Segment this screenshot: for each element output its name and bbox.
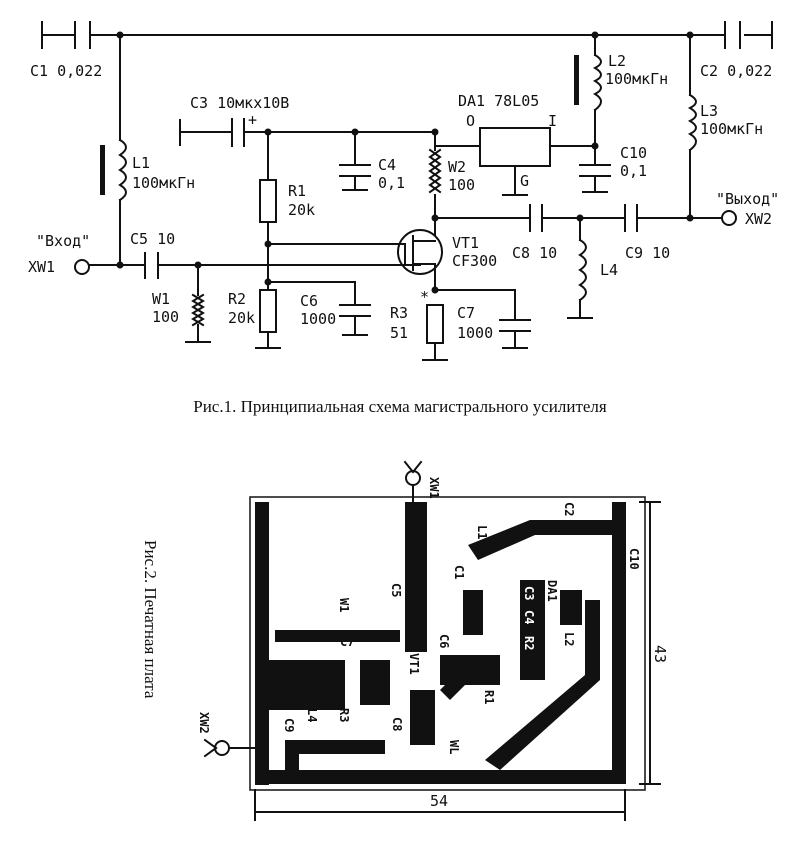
label-r1: R1	[288, 182, 306, 200]
label-l3: L3	[700, 102, 718, 120]
pcb-dim-width: 54	[430, 792, 448, 810]
label-c10: C10	[620, 144, 647, 162]
label-output: "Выход"	[716, 190, 779, 208]
label-l2: L2	[608, 52, 626, 70]
pcb-label-r1: R1	[482, 690, 496, 704]
pcb-label-c3: C3	[522, 586, 536, 600]
label-l4: L4	[600, 261, 618, 279]
label-w1-value: 100	[152, 308, 179, 326]
schematic-labels: C1 0,022 C2 0,022 C3 10мкх10В + C4 0,1 C…	[28, 52, 779, 342]
label-w2-value: 100	[448, 176, 475, 194]
pcb-label-c6: C6	[437, 634, 451, 648]
figure2-caption: Рис.2. Печатная плата	[141, 540, 160, 699]
label-c1: C1 0,022	[30, 62, 102, 80]
label-r2-value: 20k	[228, 309, 255, 327]
label-pin-g: G	[520, 172, 529, 190]
label-c4-value: 0,1	[378, 174, 405, 192]
schematic-connectors	[74, 210, 737, 275]
label-l1: L1	[132, 154, 150, 172]
label-da1: DA1 78L05	[458, 92, 539, 110]
pcb-label-xw1: XW1	[427, 477, 441, 499]
label-c8: C8 10	[512, 244, 557, 262]
pcb-label-c9: C9	[282, 718, 296, 732]
pcb-label-c5: C5	[389, 583, 403, 597]
schematic-inductors	[100, 53, 697, 302]
pcb-label-r3: R3	[337, 708, 351, 722]
label-c3: C3 10мкх10В	[190, 94, 289, 112]
label-w2: W2	[448, 158, 466, 176]
label-c6: C6	[300, 292, 318, 310]
schematic-ferrite	[191, 148, 442, 327]
label-l3-value: 100мкГн	[700, 120, 763, 138]
label-w1: W1	[152, 290, 170, 308]
pcb-label-c1: C1	[452, 565, 466, 579]
pcb-label-c2: C2	[562, 502, 576, 516]
pcb-label-c7: C7	[340, 635, 354, 649]
label-c2: C2 0,022	[700, 62, 772, 80]
pcb-label-da1: DA1	[545, 580, 559, 602]
label-r2: R2	[228, 290, 246, 308]
pcb-label-l4: L4	[305, 708, 319, 722]
schematic-wires	[41, 21, 773, 361]
label-vt1: VT1	[452, 234, 479, 252]
pcb-label-c4: C4	[522, 610, 536, 624]
pcb-connectors	[203, 460, 423, 758]
schematic-junctions	[116, 31, 694, 294]
label-c7: C7	[457, 304, 475, 322]
pcb-dimensions: 54 43	[254, 501, 669, 821]
label-pin-i: I	[548, 112, 557, 130]
pcb-label-wl: WL	[447, 740, 461, 754]
label-star: *	[420, 288, 429, 306]
label-c5: C5 10	[130, 230, 175, 248]
label-input: "Вход"	[36, 232, 90, 250]
label-plus: +	[248, 111, 257, 129]
figure1-caption: Рис.1. Принципиальная схема магистрально…	[193, 397, 607, 416]
label-r3-value: 51	[390, 324, 408, 342]
label-c6-value: 1000	[300, 310, 336, 328]
pcb-label-c10: C10	[627, 548, 641, 570]
label-c4: C4	[378, 156, 396, 174]
pcb-label-w1: W1	[337, 598, 351, 612]
pcb-labels: XW1 L1 C2 C10 C1 C5 W1 DA1 C3 C4 R2 C6 L…	[197, 477, 641, 754]
label-c7-value: 1000	[457, 324, 493, 342]
label-r3: R3	[390, 304, 408, 322]
pcb-label-vt1: VT1	[407, 653, 421, 675]
pcb-label-c8: C8	[390, 717, 404, 731]
label-xw1: XW1	[28, 258, 55, 276]
label-l1-value: 100мкГн	[132, 174, 195, 192]
label-pin-o: O	[466, 112, 475, 130]
pcb-label-r2: R2	[522, 636, 536, 650]
label-xw2: XW2	[745, 210, 772, 228]
pcb-label-l1: L1	[475, 525, 489, 539]
label-r1-value: 20k	[288, 201, 315, 219]
pcb-label-xw2: XW2	[197, 712, 211, 734]
label-l2-value: 100мкГн	[605, 70, 668, 88]
label-c10-value: 0,1	[620, 162, 647, 180]
pcb-label-l2: L2	[562, 632, 576, 646]
pcb-dim-height: 43	[651, 645, 669, 663]
label-c9: C9 10	[625, 244, 670, 262]
pcb-figure	[249, 496, 646, 791]
label-vt1-value: CF300	[452, 252, 497, 270]
